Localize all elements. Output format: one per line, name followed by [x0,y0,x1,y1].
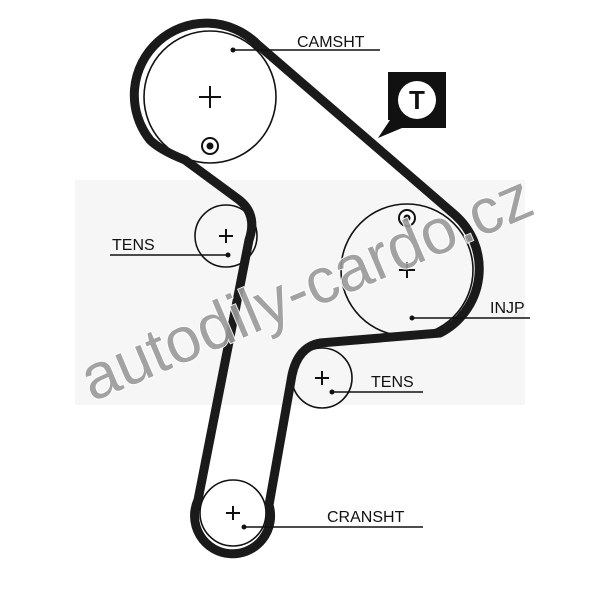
watermark-band [75,180,525,405]
tensioner-lower-center-cross-icon [315,371,329,385]
tensioner-upper-center-cross-icon [219,229,233,243]
injp-label: INJP [490,300,525,317]
tensioner-badge-icon: T [378,72,446,138]
tensioner-upper-label: TENS [112,237,155,254]
tensioner-lower-label: TENS [371,374,414,391]
camshaft-timing-mark-icon [201,137,219,155]
camshaft-center-cross-icon [199,86,221,108]
injp-timing-mark-icon [398,209,416,227]
crankshaft-label: CRANSHT [327,509,405,526]
badge-letter: T [409,85,425,115]
camshaft-pulley [143,30,277,164]
crankshaft-center-cross-icon [226,506,240,520]
upper-tensioner-pulley [194,204,258,268]
camshaft-label: CAMSHT [297,34,365,51]
injp-center-cross-icon [399,262,415,278]
timing-belt [129,18,484,559]
